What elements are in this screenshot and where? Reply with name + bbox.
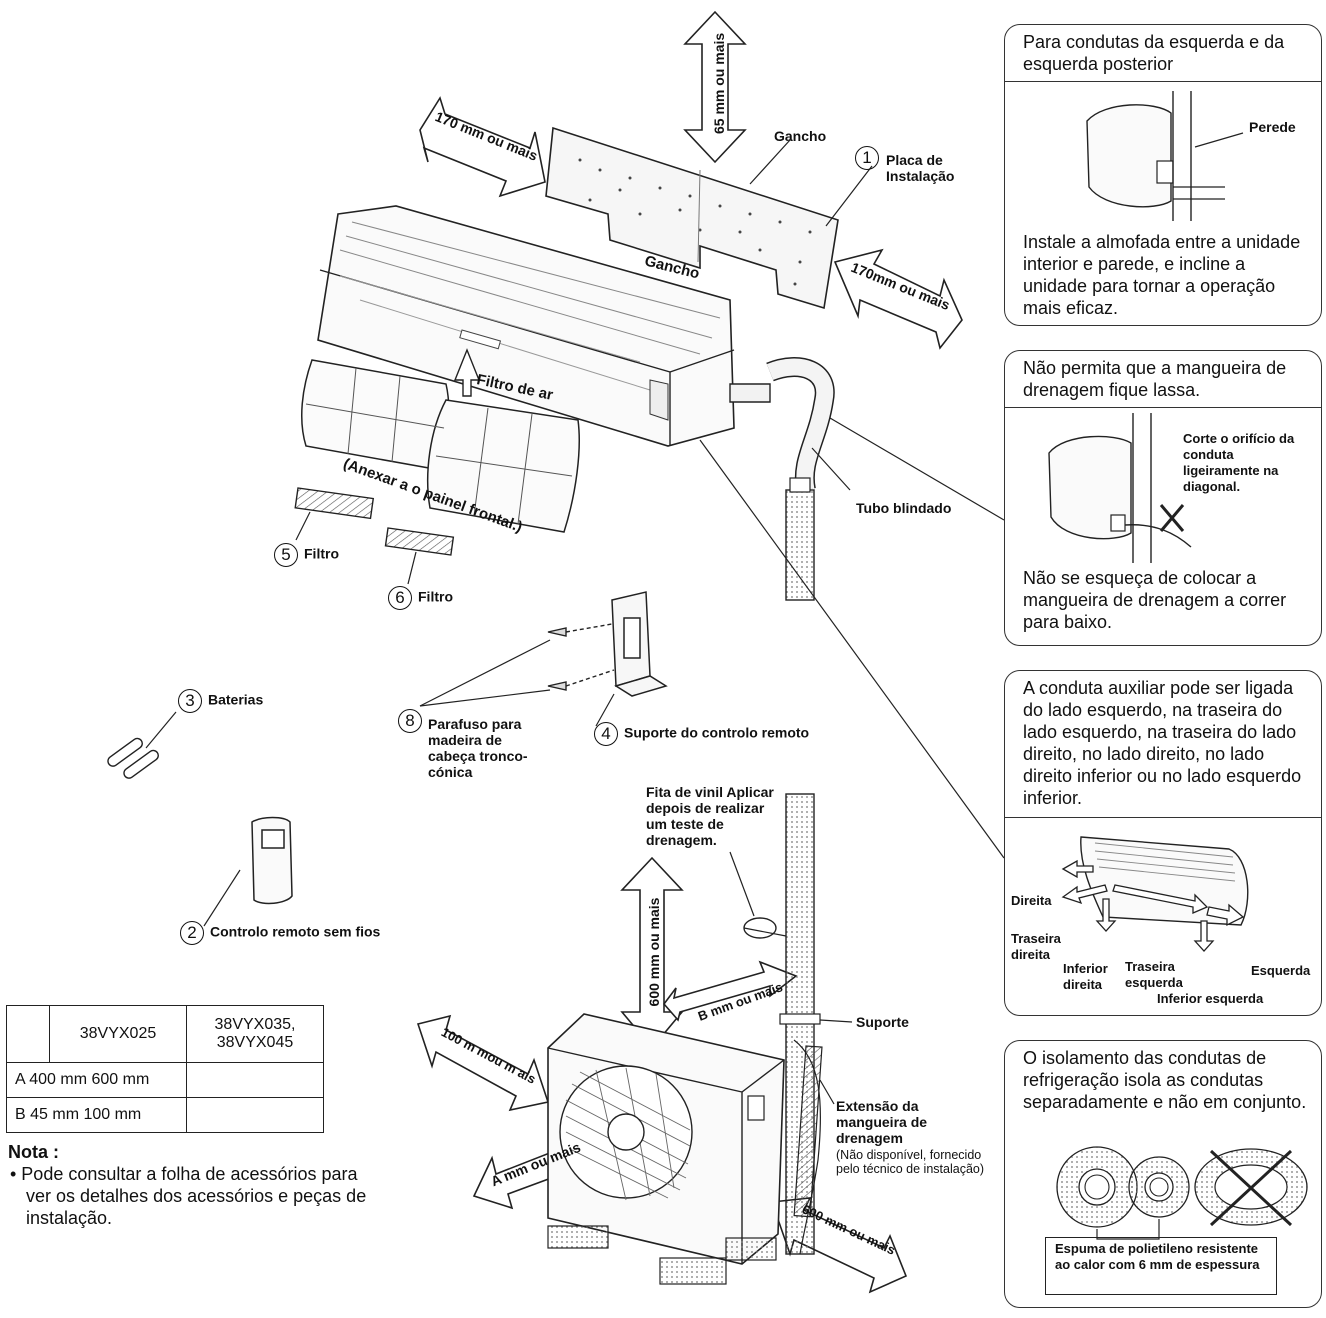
box1-title: Para condutas da esquerda e da esquerda … bbox=[1023, 32, 1285, 74]
dim-label-top: 65 mm ou mais bbox=[711, 32, 727, 134]
label-gancho-top: Gancho bbox=[774, 128, 827, 144]
dim-arrow-top bbox=[683, 10, 747, 164]
nota-text: • Pode consultar a folha de acessórios p… bbox=[10, 1164, 367, 1228]
table-cell bbox=[186, 1097, 324, 1133]
box2-text: Não se esqueça de colocar a mangueira de… bbox=[1023, 568, 1287, 632]
box3-esquerda: Esquerda bbox=[1251, 963, 1311, 978]
box3-traseira-direita: Traseira direita bbox=[1011, 931, 1061, 962]
box3-illustration bbox=[1061, 836, 1249, 952]
box4-illustration bbox=[1056, 1146, 1308, 1240]
box3-text: A conduta auxiliar pode ser ligada do la… bbox=[1023, 678, 1302, 808]
label-tubo-blindado: Tubo blindado bbox=[856, 500, 952, 516]
dim-arrow-right bbox=[833, 248, 963, 350]
vinyl-tape bbox=[743, 917, 777, 939]
label-placa: Placa de Instalação bbox=[886, 152, 955, 184]
label-extensao-note: (Não disponível, fornecido pelo técnico … bbox=[836, 1148, 985, 1176]
box3-inferior-esquerda: Inferior esquerda bbox=[1157, 991, 1264, 1006]
box2-title: Não permita que a mangueira de drenagem … bbox=[1023, 358, 1287, 400]
box3-direita: Direita bbox=[1011, 893, 1052, 908]
label-extensao: Extensão da mangueira de drenagem bbox=[836, 1098, 928, 1146]
label-suporte: Suporte bbox=[856, 1014, 909, 1030]
label-parafuso: Parafuso para madeira de cabeça tronco-c… bbox=[428, 716, 528, 780]
table-row: A 400 mm 600 mm bbox=[6, 1062, 324, 1098]
info-box-insulation: O isolamento das condutas de refrigeraçã… bbox=[1004, 1040, 1322, 1308]
box3-traseira-esquerda: Traseira esquerda bbox=[1125, 959, 1183, 990]
box1-text: Instale a almofada entre a unidade inter… bbox=[1023, 232, 1301, 318]
outdoor-unit bbox=[547, 1013, 785, 1285]
box4-text: O isolamento das condutas de refrigeraçã… bbox=[1023, 1048, 1307, 1112]
label-parafuso-number: 8 bbox=[398, 709, 428, 733]
table-cell bbox=[186, 1062, 324, 1098]
filter-5 bbox=[294, 487, 375, 520]
air-filters bbox=[301, 359, 580, 533]
nota-title: Nota : bbox=[8, 1142, 59, 1162]
box2-callout: Corte o orifício da conduta ligeiramente… bbox=[1183, 431, 1295, 494]
shielded-pipe bbox=[729, 357, 835, 601]
spec-table: 38VYX025 38VYX035, 38VYX045 A 400 mm 600… bbox=[6, 1005, 324, 1133]
table-header-cell: 38VYX025 bbox=[49, 1005, 187, 1063]
table-header-cell bbox=[6, 1005, 50, 1063]
batteries bbox=[107, 737, 159, 779]
screws bbox=[547, 623, 615, 691]
box2-illustration bbox=[1048, 413, 1192, 563]
box3-inferior-direita: Inferior direita bbox=[1063, 961, 1108, 992]
dim-label-outdoor-top: 600 mm ou mais bbox=[646, 897, 662, 1007]
table-row: B 45 mm 100 mm bbox=[6, 1097, 324, 1133]
box4-note: Espuma de polietileno resistente ao calo… bbox=[1055, 1241, 1260, 1272]
remote-control bbox=[251, 816, 293, 905]
filter-6 bbox=[384, 527, 455, 556]
dim-arrow-outdoor-left bbox=[416, 1014, 550, 1112]
info-box-drain-hose: Não permita que a mangueira de drenagem … bbox=[1004, 350, 1322, 646]
table-cell: A 400 mm 600 mm bbox=[6, 1062, 187, 1098]
installation-plate bbox=[545, 126, 839, 310]
table-header-row: 38VYX025 38VYX035, 38VYX045 bbox=[6, 1005, 324, 1063]
box1-illustration bbox=[1086, 91, 1244, 221]
info-box-piping-directions: A conduta auxiliar pode ser ligada do la… bbox=[1004, 670, 1322, 1016]
label-fita-vinil: Fita de vinil Aplicar depois de realizar… bbox=[646, 784, 774, 848]
remote-holder bbox=[611, 591, 668, 697]
dim-arrow-left bbox=[419, 96, 546, 198]
box1-perede: Perede bbox=[1249, 119, 1296, 135]
label-placa-number: 1 bbox=[855, 146, 885, 170]
table-cell: B 45 mm 100 mm bbox=[6, 1097, 187, 1133]
indoor-unit bbox=[317, 205, 735, 447]
table-header-cell: 38VYX035, 38VYX045 bbox=[186, 1005, 324, 1063]
box4-note-frame bbox=[1045, 1237, 1277, 1295]
info-box-left-piping: Para condutas da esquerda e da esquerda … bbox=[1004, 24, 1322, 326]
